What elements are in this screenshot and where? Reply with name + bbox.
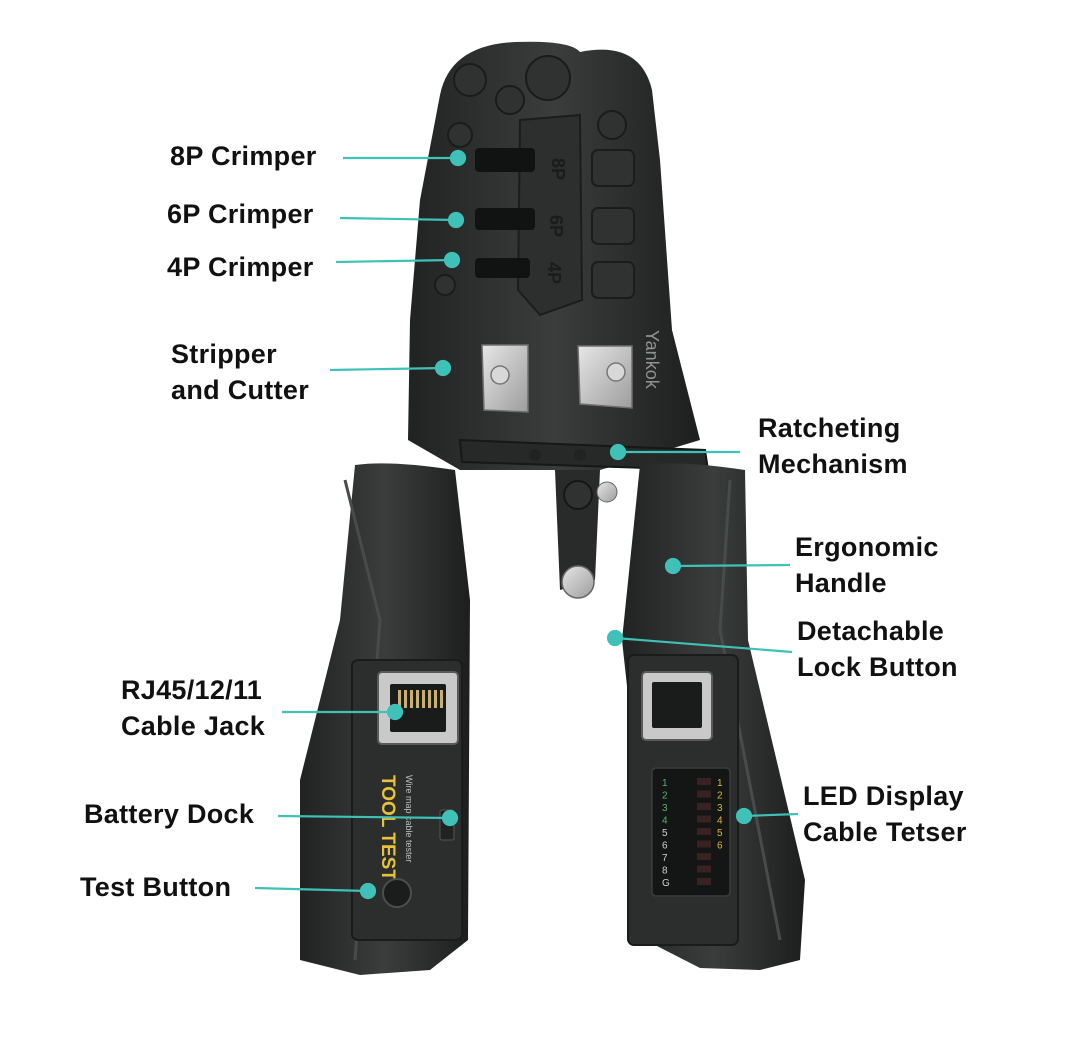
head-rivet [597,110,627,140]
rj45-jack-pins [398,690,443,708]
led-number-right: 6 [717,841,723,852]
crimp-slot-6p [475,208,535,230]
led-number-right: 5 [717,828,723,839]
led-number-right: 2 [717,791,723,802]
head-rivet [453,63,487,97]
die-label-4p: 4P [544,262,564,284]
callout-line-battery [277,814,451,820]
callout-line-lock [614,636,793,654]
led-indicator [697,878,711,885]
label-battery-dock: Battery Dock [84,799,255,829]
label-handle: Ergonomic Handle [795,529,939,601]
head-rivet [434,274,456,296]
led-indicator [697,790,711,798]
label-cable-jack: RJ45/12/11 Cable Jack [121,672,265,744]
callout-dot-led [735,807,753,825]
crimp-slot-8p [475,148,535,172]
led-number-right: 3 [717,803,723,814]
callout-dot-8p [449,149,467,167]
led-number-left: 3 [662,803,668,814]
led-left-numbers: 1 23 45 67 8G [662,778,670,889]
label-4p-crimper: 4P Crimper [167,252,314,282]
label-lock-line-2: Lock Button [797,652,958,682]
label-handle-line-1: Ergonomic [795,532,939,562]
label-jack-line-1: RJ45/12/11 [121,675,263,705]
led-number-left: G [662,878,670,889]
label-test-button: Test Button [80,872,232,902]
led-number-left: 6 [662,841,668,852]
label-led-line-2: Cable Tetser [803,817,967,847]
pivot-pin [561,565,595,599]
callout-dot-lock [606,629,624,647]
tester-subtitle: Wire map cable tester [404,775,414,863]
label-stripper-line-1: Stripper [171,339,277,369]
callout-line-handle [672,563,791,568]
head-rivet [495,85,525,115]
callout-dot-4p [443,251,461,269]
led-number-left: 5 [662,828,668,839]
callout-dot-jack [386,703,404,721]
label-6p-crimper: 6P Crimper [167,199,314,229]
callout-dot-ratchet [609,443,627,461]
die-label-6p: 6P [546,215,566,237]
led-number-right: 4 [717,816,723,827]
callout-line-test [254,886,369,893]
callout-line-led [743,812,799,818]
led-indicators [697,778,711,885]
tester-brand: TOOL TEST [377,775,398,881]
led-number-left: 8 [662,866,668,877]
led-indicator [697,778,711,785]
head-rivet [525,55,571,101]
led-number-left: 4 [662,816,668,827]
callout-line-6p [339,216,457,222]
led-number-right: 1 [717,778,723,789]
led-display [651,767,731,897]
label-lock-line-1: Detachable [797,616,945,646]
label-stripper-cutter: Stripper and Cutter [171,336,309,408]
label-ratchet-line-1: Ratcheting [758,413,901,443]
led-indicator [697,865,711,873]
label-handle-line-2: Handle [795,568,887,598]
label-8p-crimper: 8P Crimper [170,141,317,171]
brand-mark: Yankok [642,330,662,390]
led-indicator [697,815,711,823]
led-indicator [697,840,711,848]
label-ratchet-line-2: Mechanism [758,449,908,479]
stripper-blade-right [577,345,633,409]
label-led-display: LED Display Cable Tetser [803,778,967,850]
callout-dot-battery [441,809,459,827]
callout-dot-6p [447,211,465,229]
label-led-line-1: LED Display [803,781,964,811]
label-lock-button: Detachable Lock Button [797,613,958,685]
callout-dot-handle [664,557,682,575]
led-indicator [697,828,711,835]
crimp-slot-4p [475,258,530,278]
led-indicator [697,803,711,810]
test-button [382,878,412,908]
callout-line-4p [335,258,453,264]
label-stripper-line-2: and Cutter [171,375,309,405]
callout-line-stripper [329,366,444,372]
callout-dot-stripper [434,359,452,377]
label-jack-line-2: Cable Jack [121,711,266,741]
led-indicator [697,853,711,860]
callout-dot-test [359,882,377,900]
label-ratchet: Ratcheting Mechanism [758,410,908,482]
die-label-8p: 8P [548,158,568,180]
led-number-left: 1 [662,778,668,789]
led-number-left: 7 [662,853,668,864]
led-right-numbers: 1 23 45 6 [717,778,723,852]
head-rivet [447,122,473,148]
led-number-left: 2 [662,791,668,802]
